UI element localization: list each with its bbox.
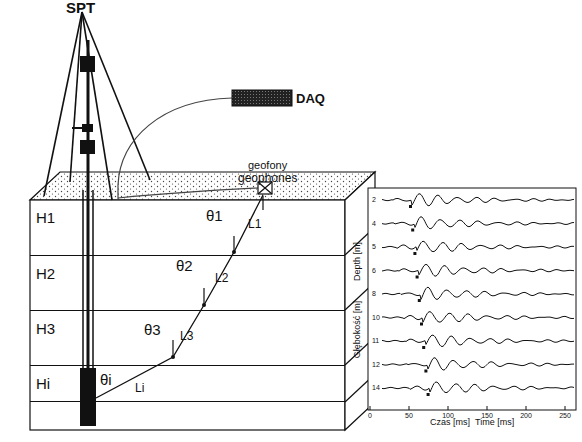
seismic-trace <box>382 217 574 229</box>
soil-layer: Hi <box>30 365 345 402</box>
daq-unit: DAQ <box>294 89 325 107</box>
axis-title: Głębokość [m] <box>354 301 363 359</box>
segment-label: L3 <box>180 330 193 342</box>
depth-tick: 12 <box>372 361 380 368</box>
spt-hammer <box>80 56 95 72</box>
angle-label: θ1 <box>206 208 223 223</box>
axis-title: Czas [ms] <box>430 418 470 427</box>
seismic-trace <box>382 382 574 393</box>
seismic-trace <box>382 335 574 346</box>
cable <box>118 188 258 198</box>
soil-layer: H1 <box>30 200 345 255</box>
segment-label: Li <box>135 382 144 394</box>
time-tick: 50 <box>405 412 413 419</box>
seismic-trace <box>382 287 574 299</box>
seismic-trace <box>382 358 574 370</box>
time-tick: 250 <box>559 412 571 419</box>
depth-tick: 14 <box>372 384 380 391</box>
depth-tick: 6 <box>372 267 376 274</box>
device-label: DAQ <box>296 92 325 105</box>
depth-tick: 10 <box>372 314 380 321</box>
ray-path <box>96 195 263 398</box>
spt-rod <box>87 40 90 370</box>
depth-tick: 8 <box>372 290 376 297</box>
time-tick: 100 <box>442 412 454 419</box>
segment-label: L2 <box>215 272 228 284</box>
depth-tick: 11 <box>372 337 379 344</box>
seismic-trace <box>382 241 574 251</box>
layer-label: H2 <box>36 266 55 281</box>
borehole-wall <box>82 190 84 370</box>
axis-title: Depth [m] <box>353 242 362 281</box>
borehole-wall <box>92 190 94 370</box>
segment-label: L1 <box>248 218 261 230</box>
ground-front <box>30 200 345 430</box>
depth-tick: 2 <box>372 196 376 203</box>
ground-surface <box>30 172 375 200</box>
seismic-trace <box>382 264 574 276</box>
time-tick: 0 <box>368 412 372 419</box>
anvil <box>80 140 95 154</box>
layer-label: Hi <box>36 376 50 391</box>
time-tick: 200 <box>520 412 532 419</box>
depth-tick: 5 <box>372 243 376 250</box>
angle-label: θi <box>100 372 112 387</box>
depth-tick: 4 <box>372 220 376 227</box>
layer-label: H3 <box>36 321 55 336</box>
angle-label: θ2 <box>176 258 193 273</box>
chart-frame <box>368 188 576 410</box>
daq-device <box>232 90 292 106</box>
axis-title: Time [ms] <box>475 418 514 427</box>
geophone-label: geophones <box>238 172 297 184</box>
normals <box>173 196 263 357</box>
seismic-trace <box>382 312 574 323</box>
spt-tripod <box>44 12 150 200</box>
geophone-label: geofony <box>248 160 287 171</box>
angle-label: θ3 <box>144 322 161 337</box>
anvil <box>82 124 93 132</box>
seismic-trace <box>382 194 574 206</box>
spt-label: SPT <box>66 0 95 15</box>
spt-sampler <box>80 368 96 426</box>
cable <box>118 98 232 200</box>
time-tick: 150 <box>481 412 493 419</box>
layer-label: H1 <box>36 210 55 225</box>
